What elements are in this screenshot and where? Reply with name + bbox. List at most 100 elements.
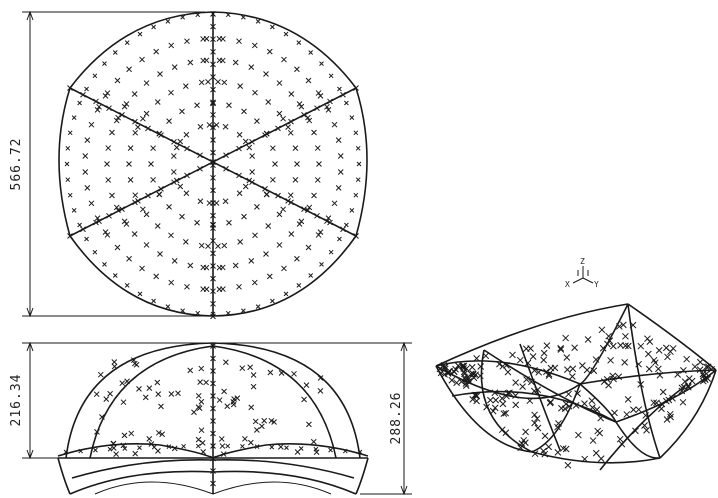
node-marker <box>67 85 73 91</box>
node-marker <box>114 244 121 251</box>
node-marker <box>270 24 275 30</box>
node-marker <box>635 406 643 413</box>
node-marker <box>119 380 126 387</box>
node-marker <box>597 414 605 422</box>
node-marker <box>153 48 160 55</box>
node-marker <box>575 431 582 439</box>
node-marker <box>266 273 273 280</box>
node-marker <box>92 249 98 255</box>
node-marker <box>252 418 259 425</box>
node-marker <box>93 447 98 453</box>
node-marker <box>301 396 307 403</box>
node-marker <box>140 115 146 122</box>
node-marker <box>210 343 216 349</box>
node-marker <box>225 12 231 18</box>
node-marker <box>562 445 570 453</box>
node-marker <box>124 378 130 385</box>
node-marker <box>252 89 258 96</box>
node-marker <box>315 90 322 96</box>
node-marker <box>77 100 82 106</box>
node-marker <box>230 401 237 408</box>
node-marker <box>281 265 287 272</box>
node-marker <box>483 403 490 411</box>
node-marker <box>165 304 171 310</box>
node-marker <box>314 177 321 183</box>
node-marker <box>168 42 175 49</box>
node-marker <box>643 426 650 434</box>
node-marker <box>132 192 139 199</box>
node-marker <box>198 427 205 434</box>
node-marker <box>491 404 499 412</box>
node-marker <box>106 105 112 112</box>
node-marker <box>665 396 673 404</box>
node-marker <box>71 207 77 213</box>
node-marker <box>106 212 112 219</box>
node-marker <box>305 114 311 121</box>
node-marker <box>263 130 270 137</box>
node-marker <box>249 138 255 145</box>
node-marker <box>263 251 269 257</box>
node-marker <box>263 71 269 77</box>
node-marker <box>223 359 229 366</box>
node-marker <box>565 402 573 410</box>
node-marker <box>328 73 334 79</box>
node-marker <box>588 397 596 405</box>
node-marker <box>158 403 164 410</box>
node-marker <box>251 42 258 49</box>
node-marker <box>325 107 332 113</box>
node-marker <box>111 363 118 370</box>
node-marker <box>210 311 216 317</box>
node-marker <box>236 38 242 45</box>
node-marker <box>198 365 205 372</box>
node-marker <box>131 91 138 97</box>
node-marker <box>267 369 274 376</box>
node-marker <box>666 410 674 418</box>
node-marker <box>252 232 258 239</box>
node-marker <box>533 415 541 422</box>
node-marker <box>177 183 184 190</box>
node-marker <box>210 263 216 269</box>
node-marker <box>632 427 639 435</box>
node-marker <box>296 282 302 288</box>
node-marker <box>206 200 213 206</box>
node-marker <box>210 355 216 362</box>
node-marker <box>592 449 600 457</box>
node-marker <box>492 396 500 404</box>
node-marker <box>115 114 121 121</box>
node-marker <box>506 389 513 397</box>
node-marker <box>531 419 538 427</box>
node-marker <box>180 14 185 20</box>
node-marker <box>642 412 650 419</box>
axis-x-label: X <box>565 280 570 289</box>
node-marker <box>305 77 312 84</box>
node-marker <box>171 138 177 145</box>
node-marker <box>143 80 150 86</box>
node-marker <box>294 66 300 73</box>
node-marker <box>529 353 537 360</box>
node-marker <box>239 365 246 372</box>
isometric-view <box>435 303 717 471</box>
node-marker <box>67 233 73 239</box>
node-marker <box>205 78 211 85</box>
node-marker <box>195 436 202 443</box>
node-marker <box>317 375 324 381</box>
node-marker <box>349 207 355 213</box>
node-marker <box>198 242 205 249</box>
node-marker <box>328 447 333 453</box>
node-marker <box>232 262 239 269</box>
node-marker <box>96 103 102 110</box>
node-marker <box>151 24 156 30</box>
node-marker <box>315 232 322 238</box>
node-marker <box>519 383 526 390</box>
node-marker <box>584 336 592 343</box>
node-marker <box>251 279 258 286</box>
node-marker <box>593 406 601 413</box>
node-marker <box>179 108 185 115</box>
node-marker <box>314 105 320 112</box>
node-marker <box>342 448 348 454</box>
node-marker <box>663 416 671 423</box>
node-marker <box>310 438 317 445</box>
node-marker <box>294 161 300 167</box>
node-marker <box>564 461 572 469</box>
node-marker <box>126 66 132 73</box>
